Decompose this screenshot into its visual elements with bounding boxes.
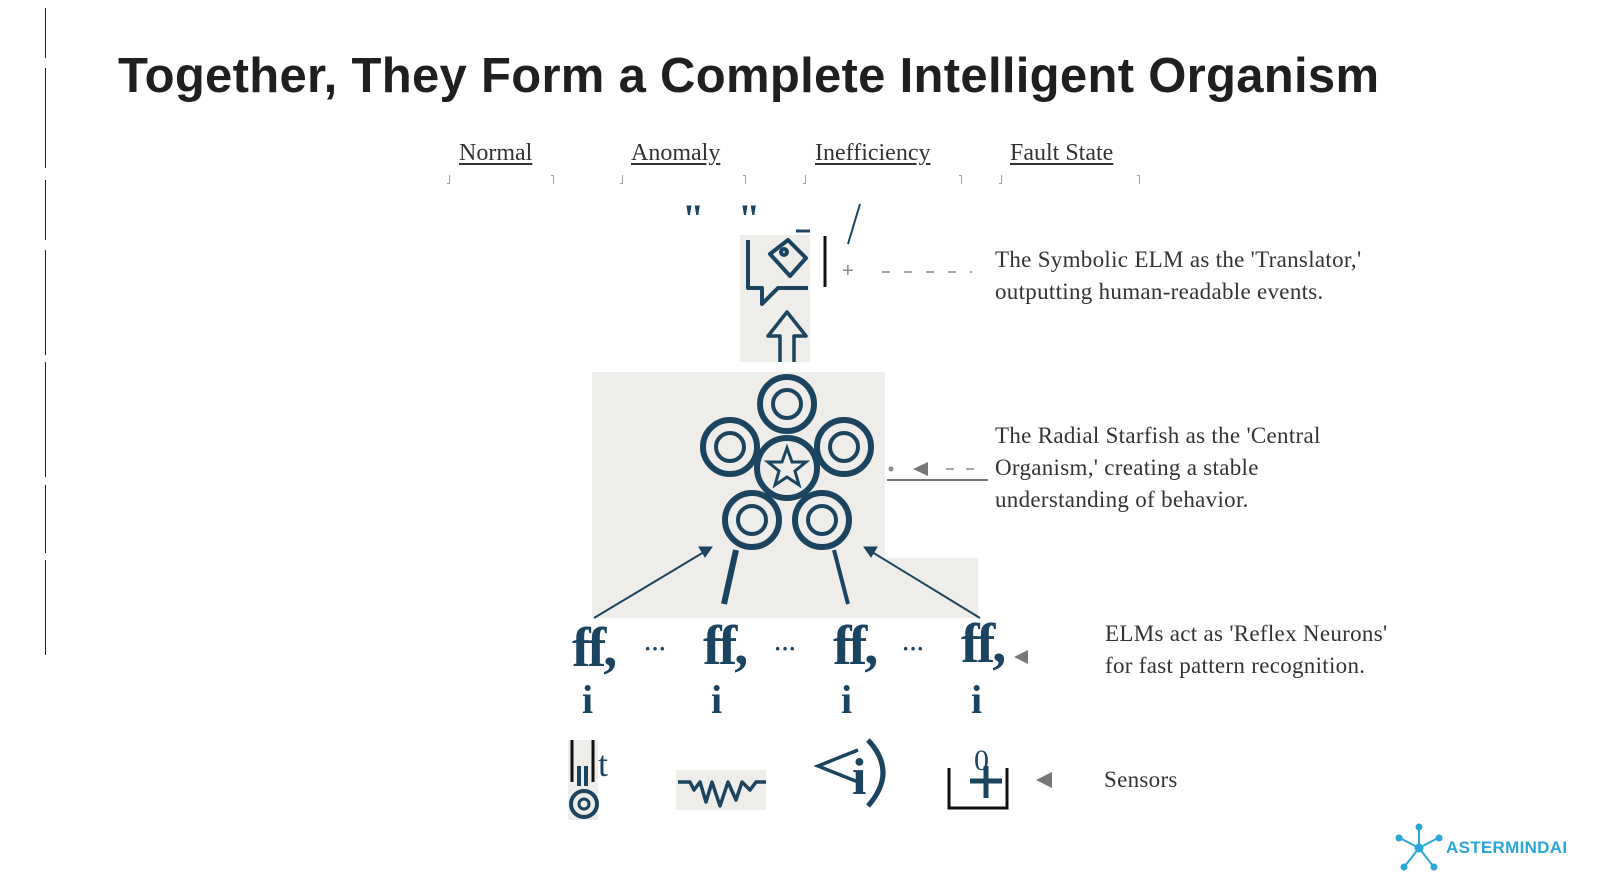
organism-description-line: The Radial Starfish as the 'Central bbox=[995, 423, 1321, 448]
neuron-pointer bbox=[1014, 650, 1028, 664]
state-label-anomaly: Anomaly bbox=[631, 140, 721, 166]
reflex-neuron-glyph: ff, bbox=[703, 615, 748, 677]
svg-text:": " bbox=[738, 196, 760, 241]
svg-text:t: t bbox=[598, 744, 608, 784]
sensors-pointer bbox=[1036, 772, 1052, 788]
ellipsis-mark: ··· bbox=[644, 636, 667, 661]
organism-description-line: understanding of behavior. bbox=[995, 487, 1249, 512]
vibration-wave-icon bbox=[678, 780, 766, 808]
margin-rule bbox=[45, 362, 46, 477]
neurons-description: ELMs act as 'Reflex Neurons' for fast pa… bbox=[1105, 618, 1387, 682]
margin-rule bbox=[45, 250, 46, 355]
neuron-subscript: i bbox=[582, 677, 594, 722]
plus-marker: + bbox=[842, 260, 854, 282]
pressure-gauge-icon: 0 bbox=[947, 744, 1009, 810]
svg-text:i: i bbox=[852, 749, 866, 806]
margin-rule bbox=[45, 180, 46, 240]
slash-mark bbox=[847, 203, 861, 245]
neuron-subscript: i bbox=[971, 677, 983, 722]
bracket-mark: ˥ bbox=[1136, 172, 1141, 187]
neurons-description-line: ELMs act as 'Reflex Neurons' bbox=[1105, 621, 1388, 646]
margin-rule bbox=[45, 8, 46, 58]
bracket-mark: ˥ bbox=[742, 172, 747, 187]
thermometer-icon: t bbox=[568, 740, 608, 820]
svg-text:": " bbox=[682, 196, 704, 241]
brand-name: ASTERMINDAI bbox=[1446, 838, 1568, 857]
translator-description-line: outputting human-readable events. bbox=[995, 279, 1324, 304]
starfish-dot bbox=[888, 466, 894, 472]
neuron-subscript: i bbox=[711, 677, 723, 722]
neurons-description-line: for fast pattern recognition. bbox=[1105, 653, 1366, 678]
neuron-subscript: i bbox=[841, 677, 853, 722]
bracket-mark: ˩ bbox=[802, 172, 807, 187]
up-arrow-icon bbox=[766, 310, 808, 362]
bracket-mark: ˥ bbox=[958, 172, 963, 187]
margin-rule bbox=[45, 68, 46, 168]
page-title: Together, They Form a Complete Intellige… bbox=[118, 49, 1380, 103]
margin-rule bbox=[45, 560, 46, 655]
organism-description-line: Organism,' creating a stable bbox=[995, 455, 1259, 480]
tag-bubble-icon bbox=[746, 238, 808, 306]
quote-marks: " " bbox=[682, 196, 760, 241]
sensors-label: Sensors bbox=[1104, 767, 1178, 792]
ellipsis-mark: ··· bbox=[902, 636, 925, 661]
bracket-mark: ˥ bbox=[550, 172, 555, 187]
state-label-normal: Normal bbox=[459, 140, 533, 166]
margin-rule bbox=[45, 485, 46, 553]
bracket-mark: ˩ bbox=[998, 172, 1003, 187]
organism-description: The Radial Starfish as the 'Central Orga… bbox=[995, 420, 1321, 516]
bracket-mark: ˩ bbox=[619, 172, 624, 187]
ellipsis-mark: ··· bbox=[774, 636, 797, 661]
astermindai-logo-icon bbox=[1395, 823, 1443, 871]
translator-panel bbox=[740, 235, 810, 362]
reflex-neuron-glyph: ff, bbox=[833, 615, 878, 677]
radial-starfish-icon bbox=[700, 374, 874, 550]
sound-icon: i bbox=[813, 738, 886, 808]
neuron-to-organism-links bbox=[593, 546, 981, 619]
translator-description: The Symbolic ELM as the 'Translator,' ou… bbox=[995, 244, 1361, 308]
state-label-fault: Fault State bbox=[1010, 140, 1114, 166]
reflex-neuron-glyph: ff, bbox=[572, 617, 617, 679]
starfish-panel-extension bbox=[872, 558, 978, 618]
reflex-neuron-glyph: ff, bbox=[961, 613, 1006, 675]
state-label-inefficiency: Inefficiency bbox=[815, 140, 931, 166]
bracket-mark: ˩ bbox=[446, 172, 451, 187]
arrow-left-marker bbox=[913, 462, 928, 476]
translator-description-line: The Symbolic ELM as the 'Translator,' bbox=[995, 247, 1362, 272]
svg-text:0: 0 bbox=[974, 744, 989, 777]
